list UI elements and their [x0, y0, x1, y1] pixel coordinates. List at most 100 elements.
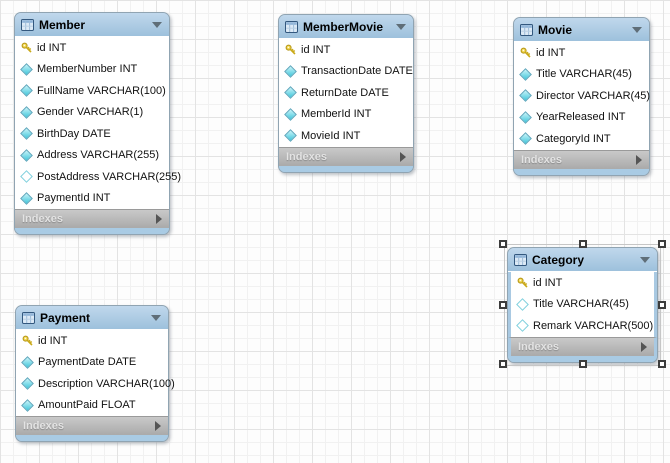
column-label: PostAddress VARCHAR(255) [37, 170, 182, 183]
diamond-filled-icon [20, 148, 33, 162]
column-label: MemberNumber INT [37, 63, 138, 76]
collapse-arrow-icon[interactable] [151, 314, 161, 321]
column-label: id INT [301, 43, 331, 56]
diamond-open-icon [516, 297, 529, 311]
column-row[interactable]: MemberNumber INT [15, 59, 169, 81]
indexes-section[interactable]: Indexes [15, 209, 169, 228]
column-row[interactable]: MovieId INT [279, 125, 413, 147]
table-header[interactable]: Member [15, 13, 169, 37]
selection-handle[interactable] [578, 359, 587, 368]
indexes-section[interactable]: Indexes [508, 336, 657, 356]
table-title: MemberMovie [303, 19, 384, 34]
column-row[interactable]: MemberId INT [279, 104, 413, 126]
diamond-open-icon [516, 319, 529, 333]
column-label: Remark VARCHAR(500) [533, 319, 654, 332]
column-row[interactable]: Gender VARCHAR(1) [15, 102, 169, 124]
table-header[interactable]: Movie [514, 18, 649, 42]
selection-handle[interactable] [658, 359, 666, 368]
expand-arrow-icon[interactable] [636, 154, 642, 165]
table-header[interactable]: MemberMovie [279, 15, 413, 39]
indexes-section[interactable]: Indexes [16, 416, 168, 435]
diamond-filled-icon [284, 129, 297, 143]
column-row[interactable]: PaymentId INT [15, 188, 169, 210]
column-row[interactable]: id INT [511, 272, 654, 294]
table-header[interactable]: Payment [16, 306, 168, 330]
column-row[interactable]: Description VARCHAR(100) [16, 373, 175, 395]
column-row[interactable]: AmountPaid FLOAT [16, 395, 168, 417]
column-row[interactable]: Remark VARCHAR(500) [511, 315, 654, 337]
table-icon [520, 23, 533, 36]
expand-arrow-icon[interactable] [641, 341, 647, 352]
column-row[interactable]: Title VARCHAR(45) [511, 294, 654, 316]
table-icon [514, 253, 527, 266]
column-label: Title VARCHAR(45) [533, 298, 629, 311]
column-row[interactable]: Title VARCHAR(45) [514, 64, 649, 86]
diamond-filled-icon [519, 110, 532, 124]
expand-arrow-icon[interactable] [156, 214, 162, 224]
table-footer-strip [514, 168, 649, 175]
diamond-filled-icon [284, 64, 297, 78]
column-label: id INT [38, 334, 68, 347]
column-row[interactable]: id INT [279, 39, 413, 61]
selection-handle[interactable] [658, 240, 666, 248]
indexes-section[interactable]: Indexes [279, 146, 413, 166]
table-title: Movie [538, 22, 573, 37]
column-row[interactable]: Address VARCHAR(255) [15, 145, 169, 167]
table-figure-category[interactable]: Category id INT Title VARCHAR(45) Remark VA… [499, 240, 666, 368]
diamond-filled-icon [20, 127, 33, 141]
table-footer-strip [16, 435, 168, 441]
column-row[interactable]: FullName VARCHAR(100) [15, 80, 169, 102]
indexes-label: Indexes [286, 150, 327, 163]
table-figure-membermovie[interactable]: MemberMovie id INT TransactionDate DATE Ret… [278, 14, 414, 173]
column-row[interactable]: PaymentDate DATE [16, 352, 168, 374]
table-footer-strip [508, 355, 657, 362]
collapse-arrow-icon[interactable] [640, 256, 650, 263]
column-row[interactable]: Director VARCHAR(45) [514, 85, 650, 107]
diamond-filled-icon [20, 62, 33, 76]
table-columns: id INT MemberNumber INT FullName VARCHAR(1… [15, 37, 181, 210]
column-row[interactable]: id INT [15, 37, 169, 59]
collapse-arrow-icon[interactable] [396, 23, 406, 30]
selection-handle[interactable] [658, 300, 666, 309]
column-row[interactable]: TransactionDate DATE [279, 61, 413, 83]
column-row[interactable]: id INT [514, 42, 649, 64]
collapse-arrow-icon[interactable] [632, 26, 642, 33]
table-columns: id INT TransactionDate DATE ReturnDate DAT… [279, 39, 413, 147]
table-icon [22, 311, 35, 324]
column-label: Description VARCHAR(100) [38, 377, 175, 390]
diamond-filled-icon [20, 105, 33, 119]
selection-handle[interactable] [499, 300, 507, 309]
diamond-filled-icon [21, 355, 34, 369]
selection-handle[interactable] [578, 240, 587, 248]
column-label: TransactionDate DATE [301, 65, 413, 78]
column-row[interactable]: YearReleased INT [514, 107, 649, 129]
column-label: BirthDay DATE [37, 127, 111, 140]
diamond-filled-icon [20, 84, 33, 98]
table-footer-strip [279, 165, 413, 172]
column-label: MemberId INT [301, 108, 372, 121]
table-columns: id INT Title VARCHAR(45) Remark VARCHAR(50… [508, 272, 657, 337]
indexes-section[interactable]: Indexes [514, 149, 649, 169]
expand-arrow-icon[interactable] [155, 421, 161, 431]
key-icon [20, 41, 33, 54]
column-row[interactable]: CategoryId INT [514, 128, 649, 150]
column-label: Gender VARCHAR(1) [37, 106, 144, 119]
collapse-arrow-icon[interactable] [152, 21, 162, 28]
selection-handle[interactable] [499, 240, 507, 248]
column-label: AmountPaid FLOAT [38, 399, 136, 412]
selection-handle[interactable] [499, 359, 507, 368]
table-header[interactable]: Category [508, 248, 657, 272]
indexes-label: Indexes [22, 213, 63, 225]
column-row[interactable]: id INT [16, 330, 168, 352]
expand-arrow-icon[interactable] [400, 151, 406, 162]
column-row[interactable]: BirthDay DATE [15, 123, 169, 145]
table-title: Category [532, 252, 585, 267]
table-figure-payment[interactable]: Payment id INT PaymentDate DATE Description… [15, 305, 175, 442]
indexes-label: Indexes [518, 340, 559, 353]
column-row[interactable]: ReturnDate DATE [279, 82, 413, 104]
column-row[interactable]: PostAddress VARCHAR(255) [15, 166, 181, 188]
